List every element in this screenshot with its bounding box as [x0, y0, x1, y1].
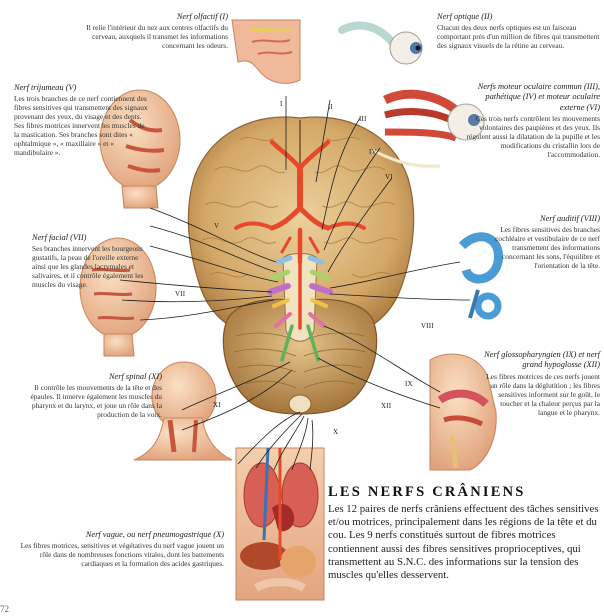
medulla	[288, 394, 312, 414]
callout-optic: Nerf optique (II) Chacun des deux nerfs …	[437, 12, 600, 50]
intro-paragraph: Les 12 paires de nerfs crâniens effectue…	[328, 503, 599, 581]
callout-glossopharyngeal-text: Les fibres motrices de ces nerfs jouent …	[486, 371, 600, 417]
inner-ear-illustration	[458, 232, 503, 320]
callout-trigeminal: Nerf trijumeau (V) Les trois branches de…	[14, 83, 150, 157]
callout-optic-title: Nerf optique (II)	[437, 12, 493, 21]
callout-auditory-text: Les fibres sensitives des branches cochl…	[495, 225, 600, 271]
label-nerve-ix: IX	[405, 380, 413, 388]
callout-vagus: Nerf vague, ou nerf pneumogastrique (X) …	[14, 530, 224, 568]
callout-auditory: Nerf auditif (VIII) Les fibres sensitive…	[492, 214, 600, 270]
callout-oculomotor-title: Nerfs moteur oculaire commun (III), path…	[477, 82, 600, 112]
nose-illustration	[231, 19, 301, 84]
neck-spinal-illustration	[133, 361, 233, 461]
brain-illustration	[187, 116, 415, 415]
callout-oculomotor-text: Ces trois nerfs contrôlent les mouvement…	[466, 113, 600, 159]
callout-olfactory-title: Nerf olfactif (I)	[176, 12, 228, 21]
face-facial-illustration	[79, 237, 157, 357]
callout-accessory: Nerf spinal (XI) Il contrôle les mouveme…	[28, 372, 162, 419]
label-nerve-vi: VI	[385, 173, 393, 181]
label-nerve-viii: VIII	[421, 322, 434, 330]
eye-muscles-illustration	[371, 89, 485, 168]
label-nerve-x: X	[333, 428, 339, 436]
callout-trigeminal-title: Nerf trijumeau (V)	[14, 83, 77, 92]
leader-lines	[119, 96, 471, 471]
label-nerve-xii: XII	[381, 402, 392, 410]
callout-optic-text: Chacun des deux nerfs optiques est un fa…	[437, 23, 600, 51]
callout-accessory-text: Il contrôle les mouvements de la tête et…	[30, 383, 162, 420]
torso-vagus-illustration	[235, 447, 325, 601]
label-nerve-i: I	[280, 100, 283, 108]
label-nerve-iii: III	[359, 115, 367, 123]
callout-vagus-title: Nerf vague, ou nerf pneumogastrique (X)	[85, 530, 224, 539]
page-title: LES NERFS CRÂNIENS	[328, 484, 526, 500]
callout-vagus-text: Les fibres motrices, sensitives et végét…	[20, 541, 224, 569]
page-number: 72	[0, 604, 9, 614]
arteries	[234, 139, 366, 330]
callout-glossopharyngeal-title: Nerf glossopharyngien (IX) et nerf grand…	[484, 350, 600, 370]
label-nerve-ii: II	[328, 103, 334, 111]
throat-illustration	[429, 353, 497, 471]
callout-facial-title: Nerf facial (VII)	[32, 233, 87, 242]
label-nerve-vii: VII	[175, 290, 186, 298]
nerve-roots	[267, 255, 333, 362]
callout-glossopharyngeal: Nerf glossopharyngien (IX) et nerf grand…	[480, 350, 600, 417]
callout-auditory-title: Nerf auditif (VIII)	[539, 214, 600, 223]
eye-illustration	[338, 21, 423, 65]
callout-olfactory-text: Il relie l'intérieur du nez aux centres …	[86, 23, 228, 51]
callout-oculomotor: Nerfs moteur oculaire commun (III), path…	[460, 82, 600, 159]
callout-olfactory: Nerf olfactif (I) Il relie l'intérieur d…	[82, 12, 228, 50]
label-nerve-xi: XI	[213, 401, 221, 409]
label-nerve-iv: IV	[369, 148, 377, 156]
label-nerve-v: V	[214, 222, 220, 230]
callout-facial: Nerf facial (VII) Ses branches innervent…	[32, 233, 144, 289]
callout-accessory-title: Nerf spinal (XI)	[108, 372, 162, 381]
callout-facial-text: Ses branches innervent les bourgeons gus…	[32, 244, 144, 290]
face-trigeminal-illustration	[99, 89, 181, 209]
callout-trigeminal-text: Les trois branches de ce nerf contiennen…	[14, 94, 148, 158]
